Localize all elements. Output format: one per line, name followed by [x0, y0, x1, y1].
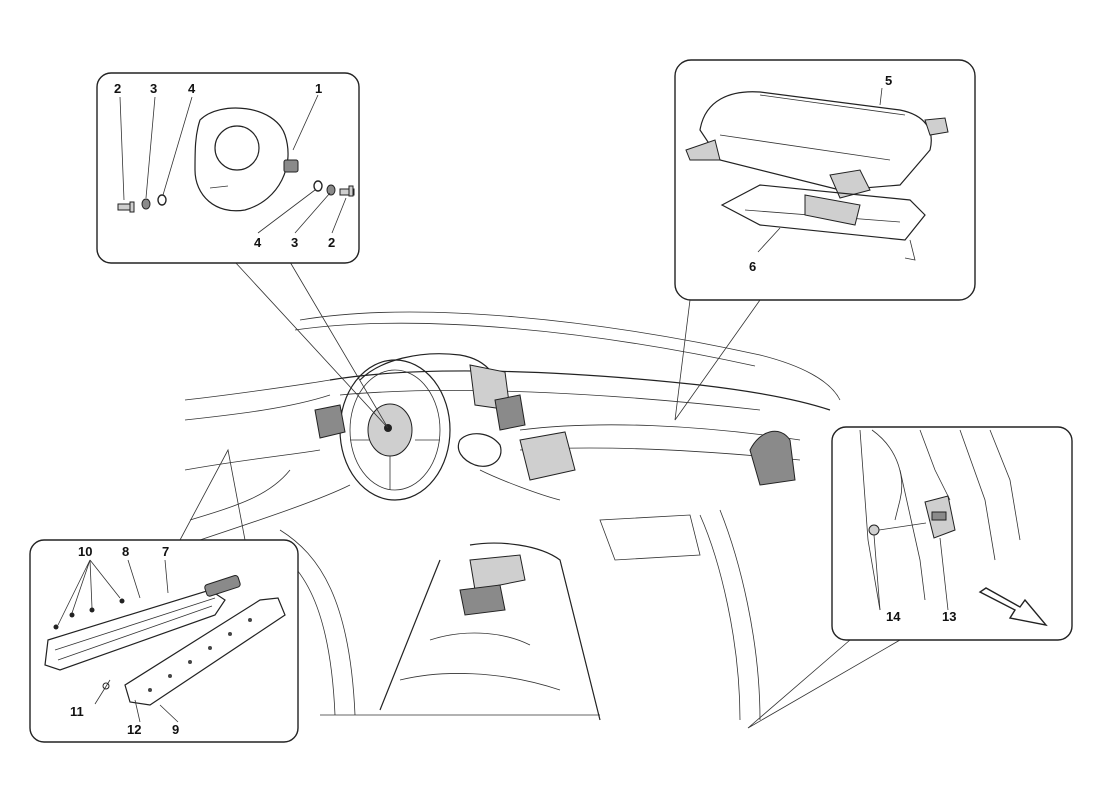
screw-right-icon: [339, 185, 355, 197]
callout-11: 11: [70, 704, 84, 719]
callout-2-left: 2: [114, 81, 121, 96]
leader-lines: [179, 261, 901, 729]
callout-13: 13: [942, 609, 956, 624]
cabin-illustration: [184, 311, 841, 721]
panel-side-airbag: 10 8 7 11 12 9: [29, 539, 299, 743]
callout-3-left: 3: [150, 81, 157, 96]
spring-ring-right-icon: [313, 180, 323, 192]
clip-icons: [53, 598, 125, 630]
callout-8: 8: [122, 544, 129, 559]
callout-14: 14: [886, 609, 901, 624]
screw-left-icon: [117, 201, 135, 213]
callout-10: 10: [78, 544, 92, 559]
callout-2-right: 2: [328, 235, 335, 250]
callout-7: 7: [162, 544, 169, 559]
sensor-screw-icon: [868, 524, 880, 536]
washer-right-icon: [326, 184, 336, 196]
callout-9: 9: [172, 722, 179, 737]
panel-driver-airbag: 2 3 4 1 4 3 2: [96, 72, 360, 264]
callout-6: 6: [749, 259, 756, 274]
airbag-bracket: [720, 184, 926, 241]
callout-3-right: 3: [291, 235, 298, 250]
gas-generator-icon: [204, 575, 241, 597]
callout-4-left: 4: [188, 81, 196, 96]
airbag-cover-strip: [124, 597, 286, 706]
passenger-airbag-module: [699, 91, 932, 191]
spring-ring-left-icon: [157, 194, 167, 206]
callout-5: 5: [885, 73, 892, 88]
callout-4-right: 4: [254, 235, 262, 250]
panel-crash-sensor: 14 13: [831, 426, 1073, 641]
direction-arrow-icon: [978, 587, 1048, 627]
driver-airbag-module: [194, 107, 289, 212]
panel-passenger-airbag: 5 6: [674, 59, 976, 301]
callout-1: 1: [315, 81, 322, 96]
washer-left-icon: [141, 198, 151, 210]
callout-12: 12: [127, 722, 141, 737]
